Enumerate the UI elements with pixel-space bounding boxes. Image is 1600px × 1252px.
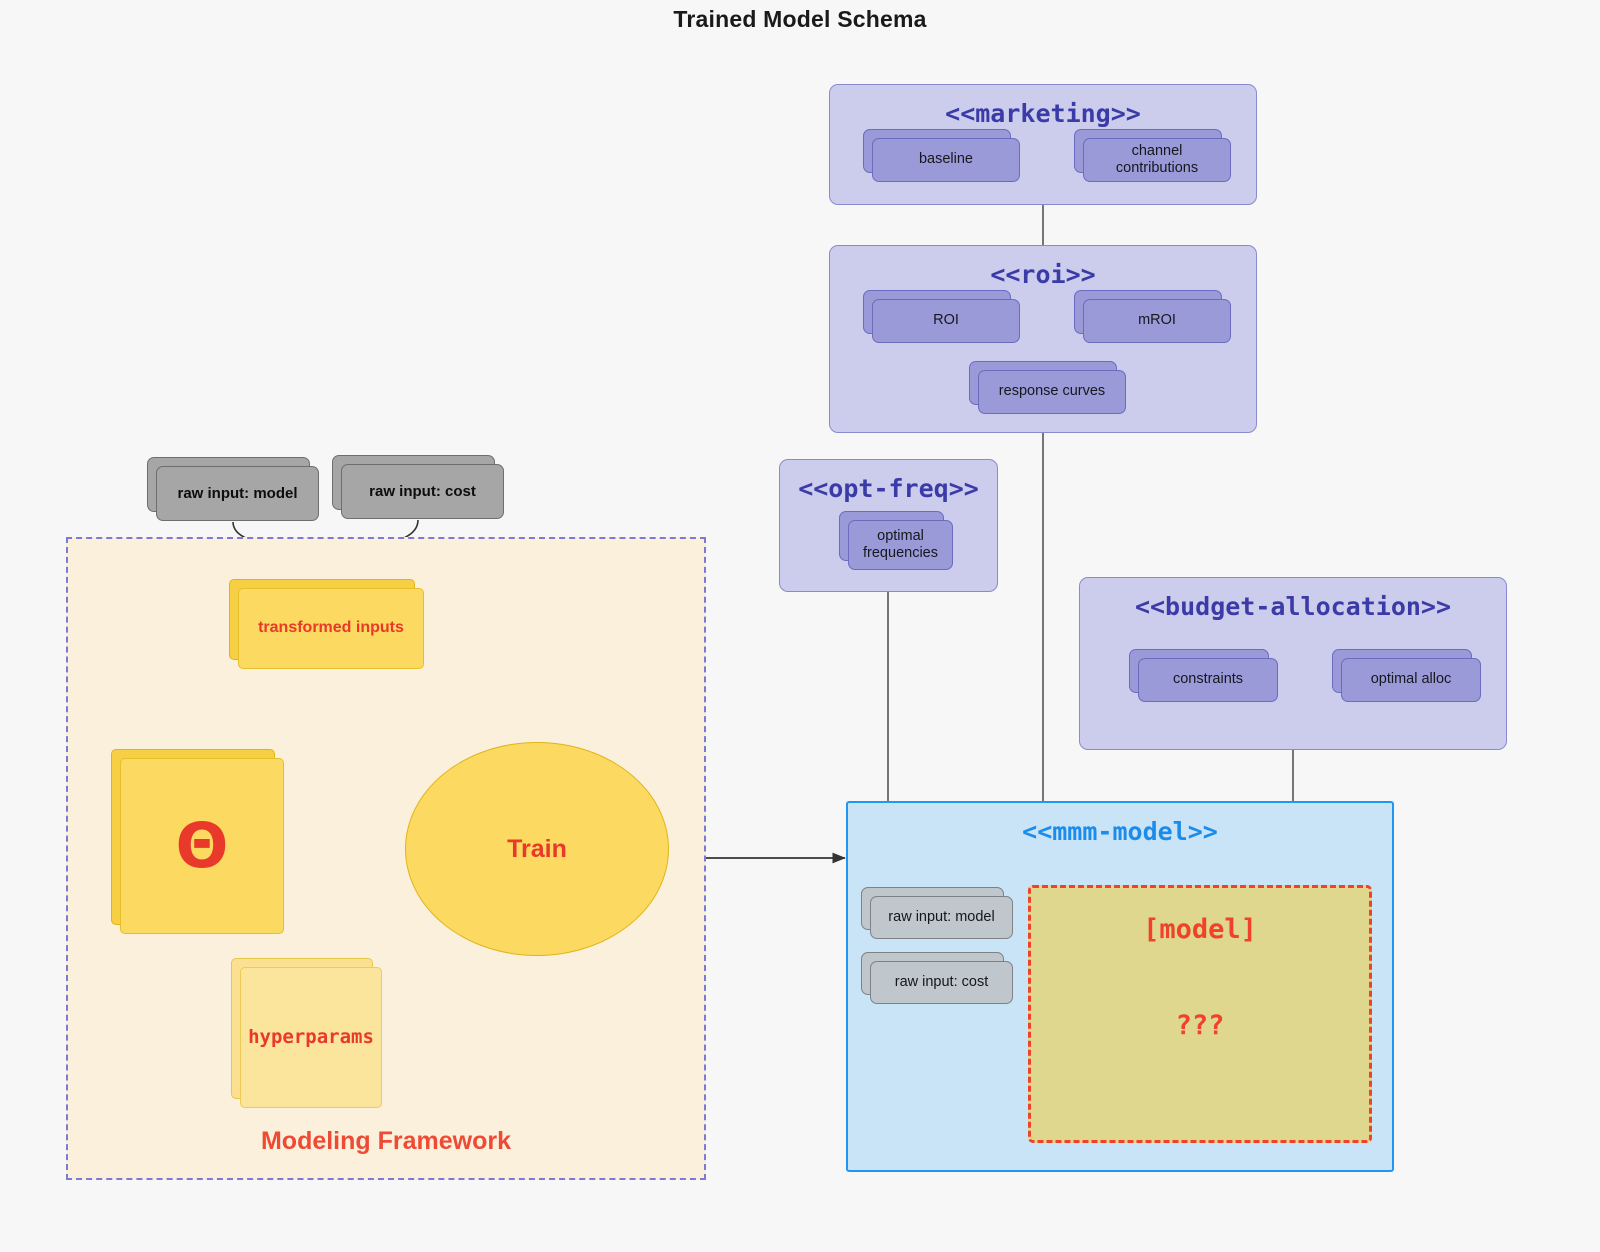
- node-optimal-frequencies-label: optimal frequencies: [848, 520, 953, 570]
- package-roi[interactable]: <<roi>> ROI mROI response curves: [829, 245, 1257, 433]
- model-placeholder-unknown: ???: [1175, 1010, 1225, 1041]
- package-mmm-model[interactable]: <<mmm-model>> raw input: model raw input…: [846, 801, 1394, 1172]
- node-mmm-raw-input-cost-label: raw input: cost: [870, 961, 1013, 1004]
- package-marketing[interactable]: <<marketing>> baseline channel contribut…: [829, 84, 1257, 205]
- node-mroi[interactable]: mROI: [1074, 290, 1231, 343]
- node-optimal-alloc[interactable]: optimal alloc: [1332, 649, 1481, 702]
- node-roi-label: ROI: [872, 299, 1020, 343]
- modeling-framework-label: Modeling Framework: [260, 1127, 512, 1155]
- train-ellipse[interactable]: Train: [405, 742, 669, 956]
- theta-glyph: Θ: [175, 809, 229, 882]
- node-constraints-label: constraints: [1138, 658, 1278, 702]
- node-mmm-raw-input-cost[interactable]: raw input: cost: [861, 952, 1013, 1004]
- model-placeholder[interactable]: [model] ???: [1028, 885, 1372, 1143]
- package-roi-title: <<roi>>: [990, 260, 1096, 289]
- package-mmm-model-title: <<mmm-model>>: [1022, 817, 1218, 846]
- package-budget-allocation-title: <<budget-allocation>>: [1134, 592, 1452, 621]
- package-opt-freq[interactable]: <<opt-freq>> optimal frequencies: [779, 459, 998, 592]
- package-marketing-title: <<marketing>>: [945, 99, 1141, 128]
- node-transformed-inputs-label: transformed inputs: [238, 588, 424, 669]
- node-mroi-label: mROI: [1083, 299, 1231, 343]
- page-title: Trained Model Schema: [673, 6, 927, 32]
- node-raw-input-cost[interactable]: raw input: cost: [332, 455, 504, 519]
- node-channel-contributions-label: channel contributions: [1083, 138, 1231, 182]
- node-optimal-alloc-label: optimal alloc: [1341, 658, 1481, 702]
- package-budget-allocation[interactable]: <<budget-allocation>> constraints optima…: [1079, 577, 1507, 750]
- train-label: Train: [507, 834, 567, 863]
- node-theta[interactable]: Θ: [111, 749, 284, 934]
- node-constraints[interactable]: constraints: [1129, 649, 1278, 702]
- model-placeholder-title: [model]: [1143, 914, 1257, 945]
- node-baseline[interactable]: baseline: [863, 129, 1020, 182]
- node-hyperparams-label: hyperparams: [240, 967, 382, 1108]
- node-transformed-inputs[interactable]: transformed inputs: [229, 579, 424, 669]
- node-raw-input-model-label: raw input: model: [156, 466, 319, 521]
- node-raw-input-cost-label: raw input: cost: [341, 464, 504, 519]
- node-channel-contributions[interactable]: channel contributions: [1074, 129, 1231, 182]
- node-theta-front: Θ: [120, 758, 284, 934]
- node-roi[interactable]: ROI: [863, 290, 1020, 343]
- node-response-curves[interactable]: response curves: [969, 361, 1126, 414]
- package-opt-freq-title: <<opt-freq>>: [798, 474, 979, 503]
- node-hyperparams[interactable]: hyperparams: [231, 958, 382, 1108]
- node-optimal-frequencies[interactable]: optimal frequencies: [839, 511, 953, 570]
- node-baseline-label: baseline: [872, 138, 1020, 182]
- node-raw-input-model[interactable]: raw input: model: [147, 457, 319, 521]
- node-response-curves-label: response curves: [978, 370, 1126, 414]
- node-mmm-raw-input-model[interactable]: raw input: model: [861, 887, 1013, 939]
- node-mmm-raw-input-model-label: raw input: model: [870, 896, 1013, 939]
